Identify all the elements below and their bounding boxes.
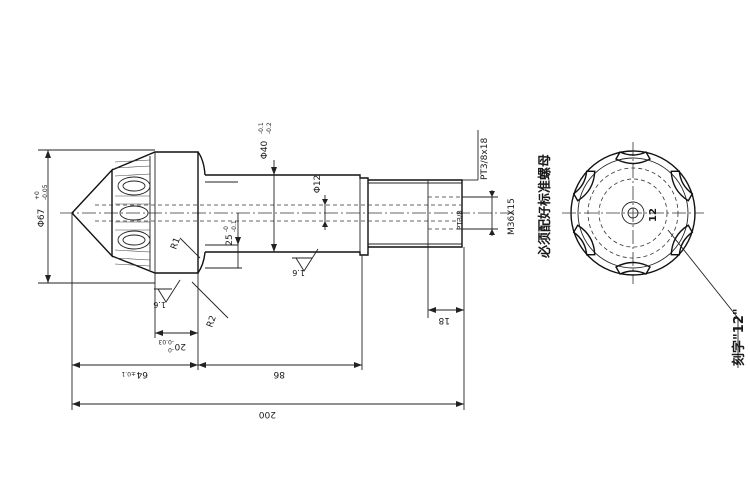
engrave-note: 刻字"12" xyxy=(731,308,747,366)
head-diameter-tol-upper: +0 xyxy=(34,191,41,200)
shank-diameter-label: Φ40 xyxy=(260,140,270,159)
carbide-inserts xyxy=(114,156,151,270)
length-total-label: 200 xyxy=(259,409,276,419)
neck-tol-upper: -0 xyxy=(223,226,230,232)
end-view-bore-outer xyxy=(621,201,645,225)
svg-text:1.6: 1.6 xyxy=(153,300,166,309)
head-length-tol: -0.03 xyxy=(158,338,174,345)
thread-pipe-inner-label: PT3/8 xyxy=(456,210,464,230)
pipe-thread-bore xyxy=(427,196,462,230)
conical-tip xyxy=(71,168,113,258)
head-cone-outline xyxy=(111,151,199,274)
radius-r1-label: R1 xyxy=(169,236,182,251)
neck-groove xyxy=(205,181,238,246)
roughness-symbol-right: 1.6 xyxy=(292,248,319,277)
bore-diameter-label: Φ12 xyxy=(313,175,323,194)
radius-r2-label: R2 xyxy=(205,314,218,329)
svg-text:1.6: 1.6 xyxy=(292,268,305,277)
internal-bore xyxy=(95,204,462,222)
shank-diameter-tol-upper: -0.1 xyxy=(258,122,265,134)
thread-metric-label: M36X15 xyxy=(507,198,517,235)
nut-note: 必须配好标准螺母 xyxy=(537,154,553,259)
side-view xyxy=(60,151,515,274)
length-right-label: 86 xyxy=(273,369,285,379)
engraved-mark: 12 xyxy=(648,208,659,222)
roughness-symbol-left: 1.6 xyxy=(153,279,181,309)
shank-diameter-tol-lower: -0.2 xyxy=(266,122,273,134)
end-view: 12 刻字"12" xyxy=(562,142,747,368)
end-view-insert-pockets xyxy=(572,151,694,275)
thread-pipe-label: PT3/8x18 xyxy=(480,138,490,180)
length-left-label: 64 xyxy=(136,369,148,379)
head-neck-curve xyxy=(197,151,206,274)
head-diameter-label: Φ67 xyxy=(37,209,47,228)
end-view-inner-circle xyxy=(577,157,689,269)
head-length-label: 20 xyxy=(174,341,186,351)
neck-diameter-label: 25 xyxy=(225,234,235,245)
head-length-tol2: -0 xyxy=(168,346,174,353)
thread-length-label: 18 xyxy=(438,315,450,325)
engrave-leader xyxy=(667,229,739,319)
head-diameter-tol-lower: -0.05 xyxy=(42,184,49,200)
threaded-pin-outline xyxy=(368,179,463,248)
dimensions: Φ67 +0 -0.05 Φ40 -0.1 -0.2 Φ12 25 -0 -0.… xyxy=(34,122,553,419)
neck-tol-lower: -0.1 xyxy=(231,220,238,232)
length-left-tol: ±0.1 xyxy=(121,370,136,377)
